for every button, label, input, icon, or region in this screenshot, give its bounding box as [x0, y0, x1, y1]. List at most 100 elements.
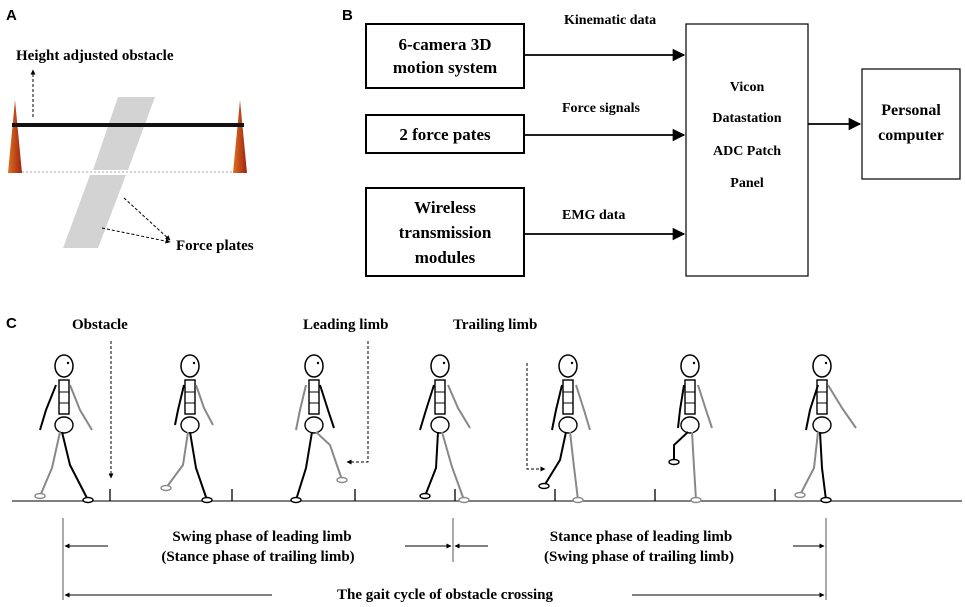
force-box-label: 2 force pates	[399, 125, 491, 144]
panel-b-letter: B	[342, 7, 353, 24]
force-plates-arrow-2	[101, 227, 171, 244]
head-circle	[430, 354, 450, 378]
pelvis	[558, 416, 578, 434]
trailing-foot	[572, 496, 584, 504]
trailing-leg	[569, 431, 579, 501]
head-circle	[304, 354, 324, 378]
leading-limb-pointer-arrow	[346, 341, 369, 465]
panel-c: C Obstacle Leading limb Trailing limb	[6, 315, 962, 603]
trailing-limb-label: Trailing limb	[453, 317, 537, 333]
walker-figure	[34, 354, 94, 504]
torso	[816, 379, 828, 415]
leading-foot	[820, 496, 832, 504]
pelvis	[180, 416, 200, 434]
stance-phase-line-2: (Swing phase of trailing limb)	[544, 549, 734, 565]
trailing-leg	[441, 431, 465, 501]
head-circle	[680, 354, 700, 378]
trailing-leg	[799, 431, 819, 496]
leading-limb-label: Leading limb	[303, 317, 388, 333]
leading-arm	[419, 384, 435, 431]
obstacle-post-left	[8, 100, 22, 173]
trailing-foot	[160, 484, 172, 492]
walker-figure	[419, 354, 471, 504]
pelvis	[54, 416, 74, 434]
leading-foot	[538, 482, 550, 490]
panel-b: B 6-camera 3D motion system 2 force pate…	[342, 7, 961, 277]
head-circle	[54, 354, 74, 378]
eye-dot	[570, 361, 574, 365]
leading-foot	[290, 496, 302, 504]
obstacle-label: Obstacle	[72, 317, 128, 333]
leading-leg	[543, 431, 567, 487]
torso	[58, 379, 70, 415]
eye-dot	[442, 361, 446, 365]
vicon-box-line-3: ADC Patch	[713, 144, 781, 159]
leading-leg	[819, 431, 827, 501]
pelvis	[304, 416, 324, 434]
head-circle	[558, 354, 578, 378]
pc-box-line-1: Personal	[881, 102, 941, 119]
wireless-box-line-2: transmission	[399, 223, 492, 242]
pelvis	[812, 416, 832, 434]
leading-leg	[424, 431, 439, 497]
pc-box-line-2: computer	[878, 127, 944, 144]
panel-a: A Height adjusted obstacle Force plates	[6, 7, 254, 254]
torso	[184, 379, 196, 415]
walker-figure	[160, 354, 214, 504]
trailing-arm	[575, 384, 591, 431]
panel-c-letter: C	[6, 315, 17, 332]
leading-leg	[295, 431, 313, 501]
leading-foot	[201, 496, 213, 504]
leading-leg	[189, 431, 208, 501]
walker-figure	[668, 354, 713, 504]
force-plates-arrow-1	[123, 197, 171, 241]
height-adjusted-obstacle-label: Height adjusted obstacle	[16, 48, 174, 64]
force-pates-box	[365, 114, 525, 154]
leading-arm	[805, 384, 819, 431]
leading-foot	[419, 492, 431, 500]
walker-figure	[794, 354, 857, 504]
kinematic-data-label: Kinematic data	[564, 13, 656, 28]
walker-figure	[290, 354, 348, 504]
head-circle	[812, 354, 832, 378]
leading-arm	[174, 384, 185, 426]
panel-a-letter: A	[6, 7, 17, 24]
vicon-box-line-4: Panel	[730, 176, 764, 191]
wireless-box-line-1: Wireless	[414, 198, 476, 217]
personal-computer-box	[861, 68, 961, 180]
force-plate-upper	[93, 97, 155, 170]
torso	[562, 379, 574, 415]
swing-phase-line-1: Swing phase of leading limb	[172, 529, 351, 545]
force-plates-label: Force plates	[176, 238, 254, 254]
trailing-foot	[336, 476, 348, 484]
trailing-leg	[691, 431, 697, 501]
leading-foot	[82, 496, 94, 504]
eye-dot	[192, 361, 196, 365]
eye-dot	[66, 361, 70, 365]
wireless-box-line-3: modules	[415, 248, 476, 267]
head-circle	[180, 354, 200, 378]
eye-dot	[824, 361, 828, 365]
force-plate-lower	[63, 175, 126, 248]
pelvis	[430, 416, 450, 434]
trailing-arm	[697, 384, 713, 429]
eye-dot	[316, 361, 320, 365]
leading-arm	[677, 384, 685, 429]
trailing-leg	[165, 431, 189, 489]
trailing-arm	[447, 384, 471, 429]
leading-leg	[61, 431, 89, 501]
trailing-foot	[794, 491, 806, 499]
torso	[684, 379, 696, 415]
vicon-datastation-box	[685, 23, 809, 277]
torso	[434, 379, 446, 415]
stance-phase-line-1: Stance phase of leading limb	[550, 529, 733, 545]
wireless-modules-box	[365, 187, 525, 277]
vicon-box-line-1: Vicon	[730, 80, 765, 95]
torso	[308, 379, 320, 415]
trailing-leg	[315, 431, 343, 481]
trailing-leg	[39, 431, 61, 497]
trailing-foot	[34, 492, 46, 500]
gait-figures	[34, 354, 857, 504]
leading-foot	[668, 458, 680, 466]
